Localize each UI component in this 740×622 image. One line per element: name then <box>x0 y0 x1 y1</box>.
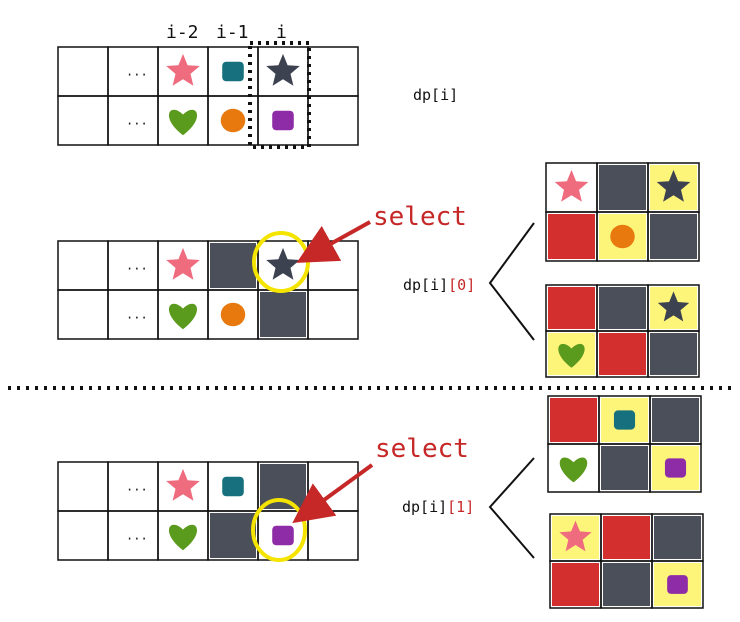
ellipsis-text: ... <box>126 65 148 79</box>
blocked-gray-fill <box>652 398 699 442</box>
purple-square-icon <box>272 110 294 131</box>
purple-square-icon <box>667 575 688 594</box>
grid-cell <box>307 240 359 291</box>
blocked-gray-fill <box>260 292 306 337</box>
teal-square-icon <box>222 476 244 497</box>
current-column-dotted-box <box>248 41 311 149</box>
case1-state-suffix: [1] <box>447 498 474 516</box>
star-pink-icon <box>166 53 200 86</box>
case0-branch-bracket <box>488 222 535 341</box>
blocked-red-fill <box>548 214 595 259</box>
green-heart-icon <box>168 303 198 330</box>
case1-branch-bracket <box>488 457 535 559</box>
star-dark-icon <box>657 291 690 322</box>
case0-select-annotation: select <box>373 202 467 232</box>
column-labels: i-2 i-1 i <box>166 22 287 43</box>
blocked-red-fill <box>550 398 597 442</box>
ellipsis-text: ... <box>126 480 148 494</box>
grid-cell <box>649 443 702 493</box>
star-pink-icon <box>166 247 200 280</box>
column-label-i: i <box>276 22 287 43</box>
blocked-gray-fill <box>654 516 701 559</box>
green-heart-icon <box>558 343 585 368</box>
blocked-gray-fill <box>210 513 256 558</box>
case0-option-b <box>545 284 700 378</box>
grid-cell <box>307 510 359 561</box>
blocked-red-fill <box>603 516 650 559</box>
green-heart-icon <box>168 524 198 551</box>
teal-square-icon <box>613 410 636 430</box>
star-dark-icon <box>266 53 300 86</box>
green-heart-icon <box>168 109 198 136</box>
grid-cell <box>57 461 109 512</box>
purple-square-icon <box>272 525 294 546</box>
case1-selection-ring <box>251 498 307 562</box>
star-pink-icon <box>554 169 589 202</box>
grid-cell <box>651 560 704 609</box>
blocked-red-fill <box>552 563 599 606</box>
blocked-gray-fill <box>650 333 697 375</box>
case1-select-arrow <box>292 463 374 524</box>
purple-square-icon <box>664 458 687 478</box>
case0-state-label: dp[i][0] <box>403 276 475 294</box>
blocked-gray-fill <box>599 287 646 329</box>
orange-circle-icon <box>610 224 635 249</box>
blocked-gray-fill <box>210 243 256 288</box>
grid-cell <box>307 461 359 512</box>
grid-cell <box>307 46 359 97</box>
grid-cell <box>57 510 109 561</box>
column-label-i-2: i-2 <box>166 22 199 43</box>
grid-cell <box>57 95 109 146</box>
ellipsis-text: ... <box>126 529 148 543</box>
ellipsis-text: ... <box>126 308 148 322</box>
orange-circle-icon <box>220 302 246 327</box>
grid-cell <box>57 240 109 291</box>
grid-cell <box>647 211 700 262</box>
case1-select-annotation: select <box>375 434 469 464</box>
ellipsis-text: ... <box>126 259 148 273</box>
orange-circle-icon <box>220 108 246 133</box>
blocked-gray-fill <box>603 563 650 606</box>
case1-state-prefix: dp[i] <box>402 498 447 516</box>
star-dark-icon <box>266 247 300 280</box>
grid-cell <box>647 330 700 378</box>
case1-state-label: dp[i][1] <box>402 498 474 516</box>
blocked-red-fill <box>548 287 595 329</box>
star-pink-icon <box>559 520 592 552</box>
case0-option-a <box>545 162 700 262</box>
teal-square-icon <box>222 61 244 82</box>
case0-state-suffix: [0] <box>448 276 475 294</box>
blocked-red-fill <box>599 333 646 375</box>
grid-cell <box>307 289 359 340</box>
blocked-gray-fill <box>599 165 646 210</box>
case1-grid: ...... <box>57 461 359 561</box>
column-label-i-1: i-1 <box>216 22 249 43</box>
case1-option-a <box>547 395 702 493</box>
blocked-gray-fill <box>650 214 697 259</box>
state-label: dp[i] <box>413 86 458 104</box>
top-grid: ...... <box>57 46 359 146</box>
case0-state-prefix: dp[i] <box>403 276 448 294</box>
blocked-gray-fill <box>601 446 648 490</box>
case0-select-arrow <box>296 220 371 263</box>
grid-cell <box>307 95 359 146</box>
case1-option-b <box>549 513 704 609</box>
grid-cell <box>57 46 109 97</box>
star-dark-icon <box>656 169 691 202</box>
ellipsis-text: ... <box>126 114 148 128</box>
grid-cell <box>57 289 109 340</box>
green-heart-icon <box>559 457 588 483</box>
star-pink-icon <box>166 468 200 501</box>
